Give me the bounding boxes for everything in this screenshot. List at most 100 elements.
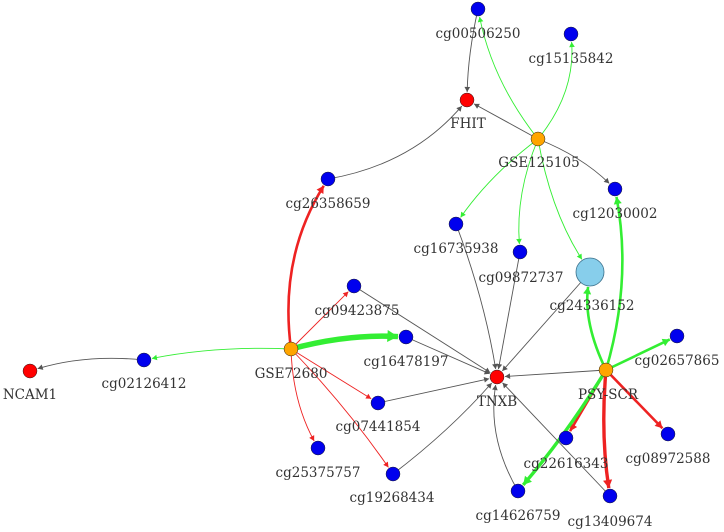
edge-line — [479, 16, 539, 140]
node-label-cg26358659: cg26358659 — [286, 196, 371, 212]
node-cg15135842[interactable] — [563, 26, 579, 42]
edge-cg14626759-to-TNXB — [492, 384, 519, 492]
node-cg26358659[interactable] — [320, 171, 336, 187]
edge-arrowhead — [654, 420, 663, 429]
edge-GSE72680-to-cg16478197 — [290, 329, 399, 352]
edge-line — [290, 333, 399, 352]
node-label-cg09872737: cg09872737 — [479, 270, 564, 286]
node-cg22616343[interactable] — [558, 430, 574, 446]
edge-PSY-SCR-to-TNXB — [504, 369, 607, 379]
edge-GSE72680-to-cg19268434 — [290, 348, 389, 468]
edge-cg19268434-to-TNXB — [392, 382, 493, 475]
edge-arrowhead — [365, 393, 372, 399]
edge-line — [377, 378, 490, 404]
node-cg14626759[interactable] — [510, 483, 526, 499]
node-cg02657865[interactable] — [669, 328, 685, 344]
node-label-cg08972588: cg08972588 — [626, 451, 711, 467]
node-cg09872737[interactable] — [512, 244, 528, 260]
node-label-cg15135842: cg15135842 — [529, 51, 614, 67]
node-cg19268434[interactable] — [385, 466, 401, 482]
node-label-cg22616343: cg22616343 — [524, 456, 609, 472]
edge-line — [290, 348, 315, 442]
edge-line — [466, 8, 479, 93]
node-label-gse72680: GSE72680 — [255, 366, 328, 382]
edge-line — [353, 285, 491, 374]
node-label-tnxb: TNXB — [477, 394, 517, 410]
node-label-ncam1: NCAM1 — [3, 387, 57, 403]
edge-line — [585, 286, 608, 371]
edge-arrowhead — [569, 41, 575, 48]
nodes-layer — [22, 1, 685, 504]
edge-arrowhead — [456, 106, 462, 112]
edge-cg00506250-to-FHIT — [464, 8, 479, 93]
edge-arrowhead — [496, 363, 503, 370]
node-cg09423875[interactable] — [346, 278, 362, 294]
edge-arrowhead — [342, 291, 349, 298]
edge-GSE72680-to-cg02126412 — [151, 347, 292, 361]
node-ncam1[interactable] — [22, 363, 38, 379]
node-cg24336152[interactable] — [575, 257, 605, 287]
node-cg16478197[interactable] — [398, 329, 414, 345]
edge-arrowhead — [504, 373, 511, 379]
edge-arrowhead — [492, 363, 498, 370]
node-cg13409674[interactable] — [602, 488, 618, 504]
edge-GSE125105-to-cg24336152 — [537, 138, 583, 260]
node-label-cg02657865: cg02657865 — [635, 353, 720, 369]
node-gse125105[interactable] — [530, 131, 546, 147]
edge-line — [518, 138, 539, 245]
edge-line — [604, 196, 624, 371]
node-psy-scr[interactable] — [598, 362, 614, 378]
edge-line — [498, 251, 521, 370]
edge-line — [460, 138, 539, 218]
node-fhit[interactable] — [459, 92, 475, 108]
edge-cg16478197-to-TNXB — [405, 336, 490, 375]
edge-line — [287, 185, 325, 350]
node-label-fhit: FHIT — [450, 116, 485, 132]
node-cg07441854[interactable] — [370, 395, 386, 411]
edge-arrowhead — [37, 364, 44, 370]
node-tnxb[interactable] — [489, 369, 505, 385]
edges-layer — [37, 8, 671, 497]
node-cg12030002[interactable] — [607, 181, 623, 197]
node-cg16735938[interactable] — [448, 216, 464, 232]
edge-line — [290, 348, 389, 468]
edge-arrowhead — [474, 103, 480, 109]
node-cg02126412[interactable] — [136, 352, 152, 368]
edge-PSY-SCR-to-cg24336152 — [583, 286, 608, 371]
edge-line — [504, 369, 607, 377]
edge-GSE125105-to-cg16735938 — [460, 138, 539, 218]
node-label-cg19268434: cg19268434 — [350, 490, 435, 506]
edge-arrowhead — [613, 196, 622, 205]
edge-cg02126412-to-NCAM1 — [37, 357, 145, 370]
edge-arrowhead — [661, 338, 670, 347]
edge-arrowhead — [603, 177, 610, 184]
edge-arrowhead — [151, 354, 158, 361]
node-cg25375757[interactable] — [310, 440, 326, 456]
node-cg00506250[interactable] — [470, 1, 486, 17]
node-label-cg02126412: cg02126412 — [102, 376, 187, 392]
node-cg08972588[interactable] — [660, 426, 676, 442]
edge-arrowhead — [383, 461, 389, 468]
edge-arrowhead — [576, 253, 582, 260]
edge-line — [455, 223, 497, 370]
edge-arrowhead — [477, 16, 484, 23]
edge-GSE125105-to-cg00506250 — [477, 16, 539, 140]
edge-PSY-SCR-to-cg13409674 — [602, 369, 613, 489]
edge-GSE72680-to-cg09423875 — [290, 291, 349, 350]
edge-arrowhead — [309, 435, 315, 441]
edge-GSE72680-to-cg07441854 — [290, 348, 372, 400]
edge-line — [290, 348, 372, 400]
edge-GSE72680-to-cg26358659 — [287, 185, 325, 350]
node-label-cg25375757: cg25375757 — [276, 465, 361, 481]
edge-arrowhead — [502, 365, 508, 372]
node-label-cg12030002: cg12030002 — [573, 206, 658, 222]
edge-line — [537, 41, 573, 140]
edge-line — [37, 357, 145, 370]
edge-arrowhead — [523, 475, 532, 485]
edge-arrowhead — [516, 238, 522, 245]
edge-GSE72680-to-cg25375757 — [290, 348, 315, 442]
node-gse72680[interactable] — [283, 341, 299, 357]
edge-cg16735938-to-TNXB — [455, 223, 498, 370]
edge-cg07441854-to-TNXB — [377, 377, 490, 404]
